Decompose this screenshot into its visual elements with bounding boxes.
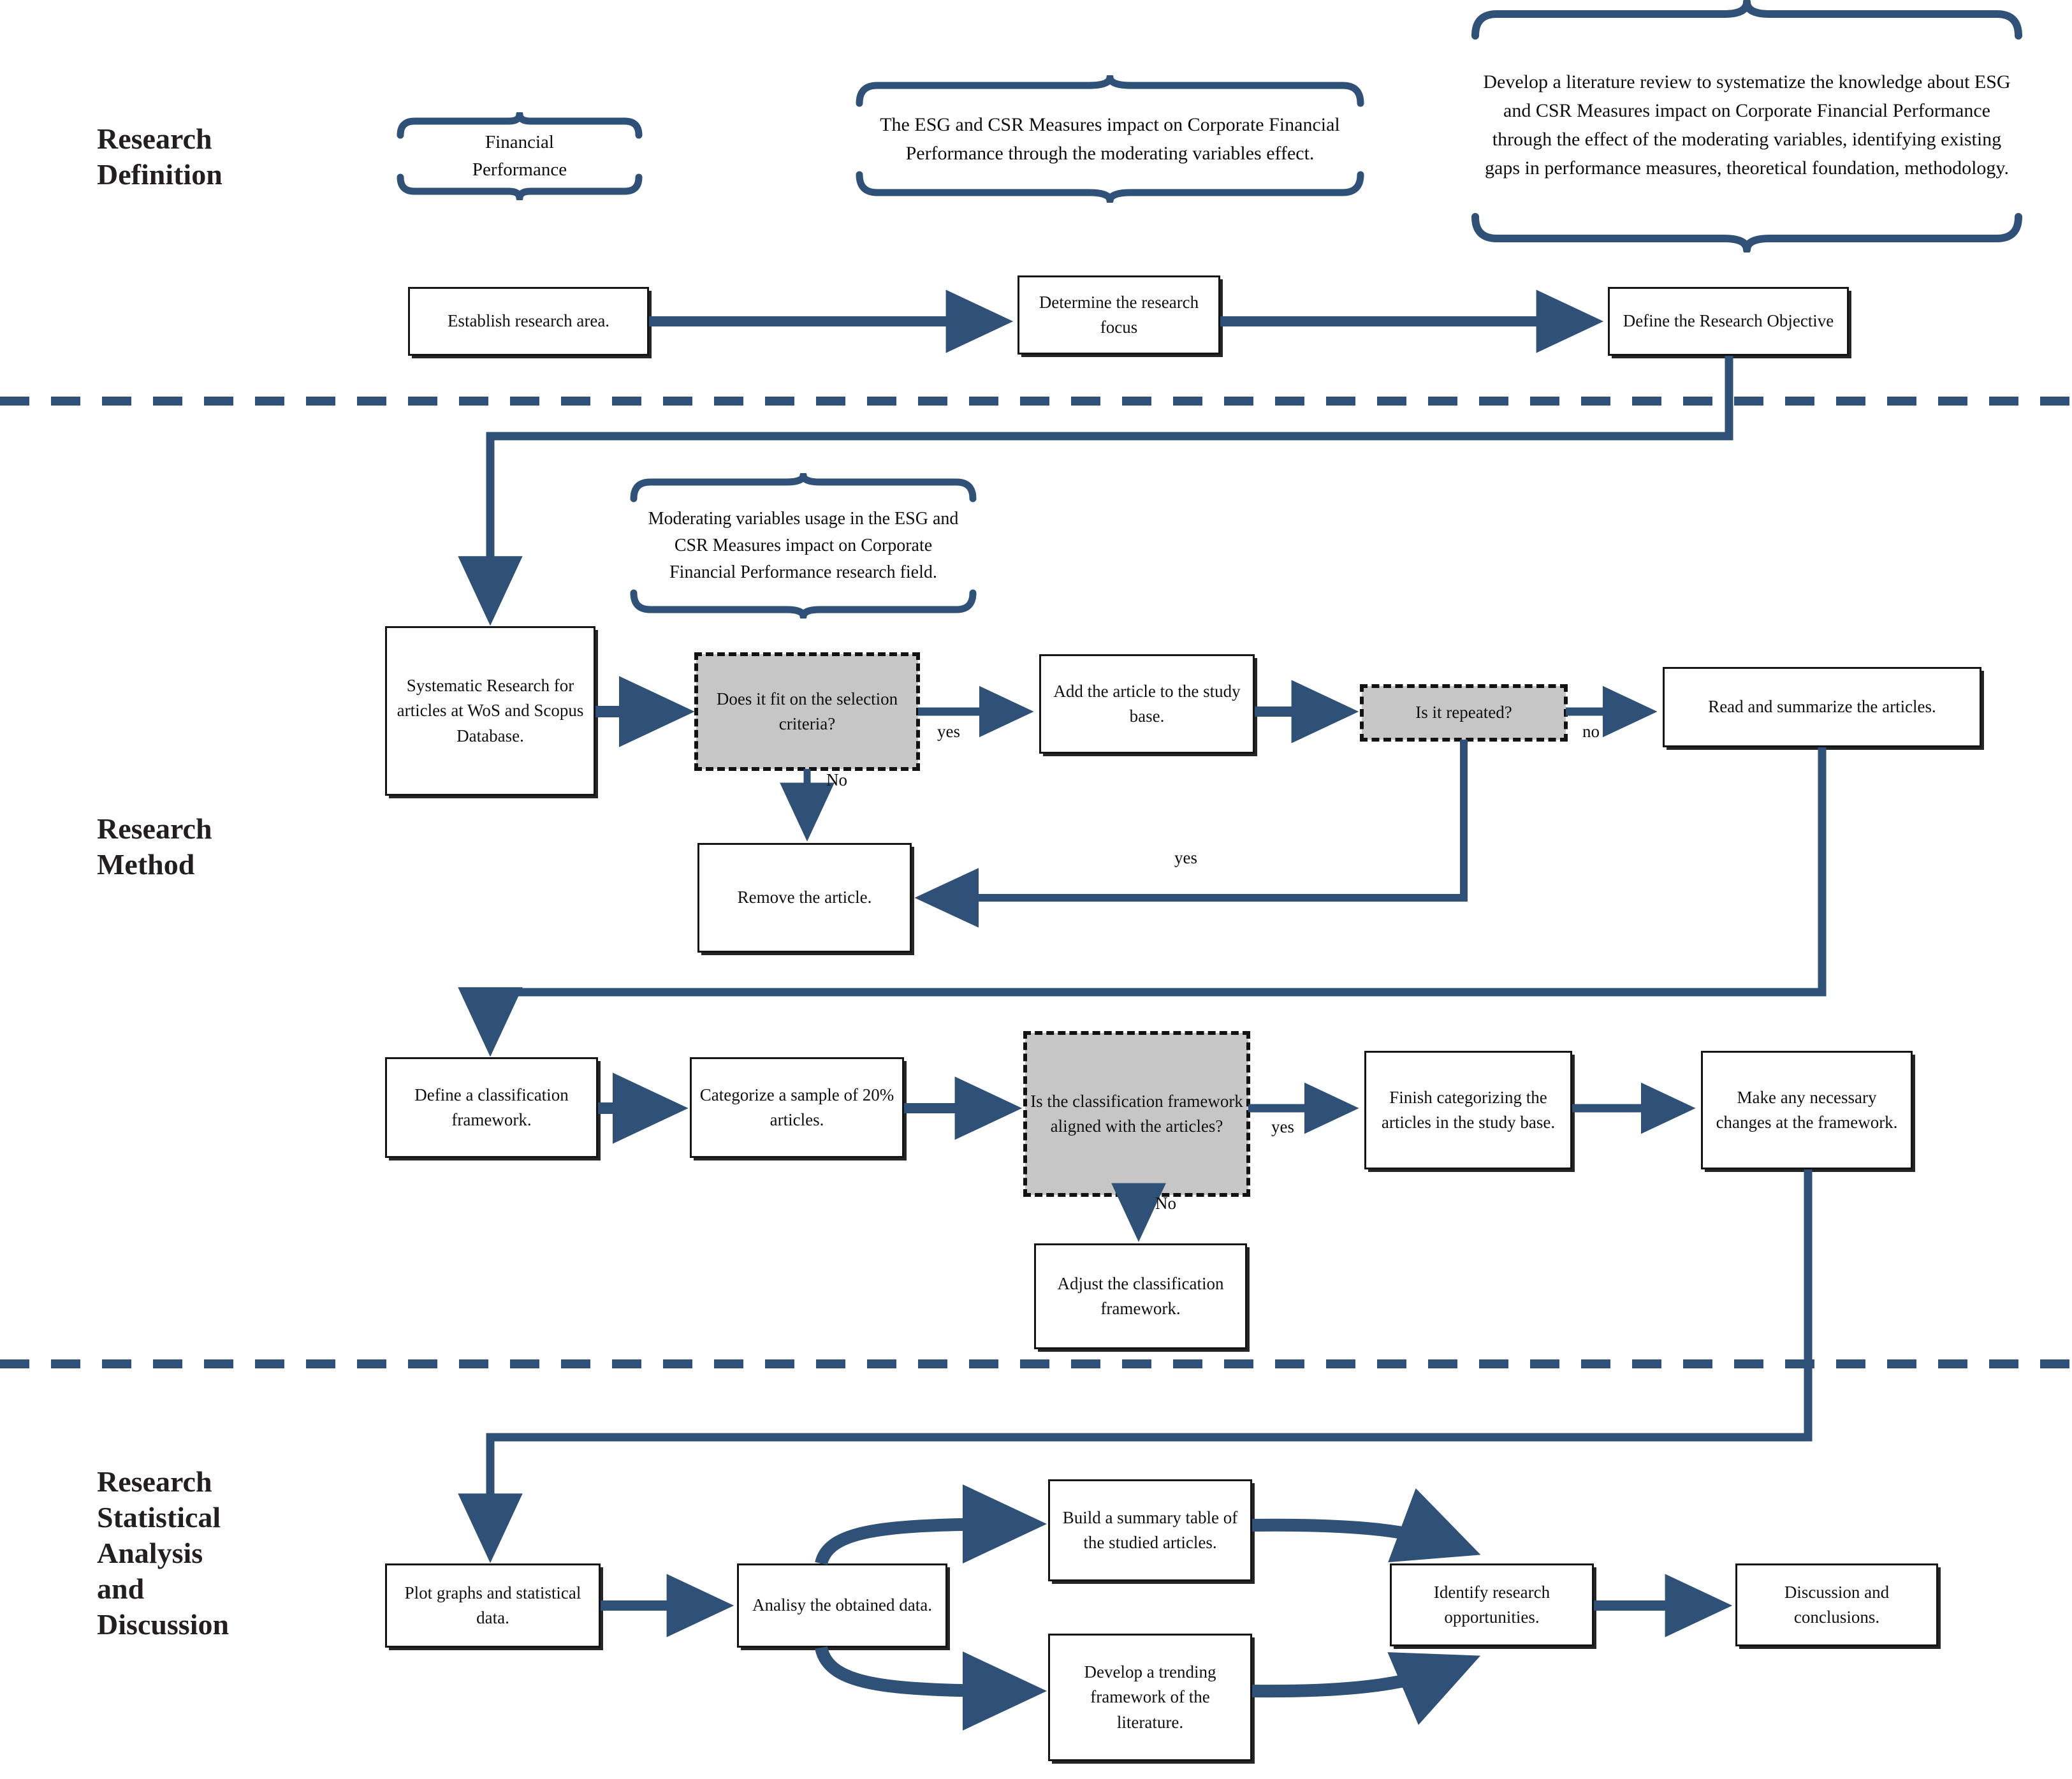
node-label: Does it fit on the selection criteria? [716,689,898,733]
node-finish-categorizing[interactable]: Finish categorizing the articles in the … [1364,1051,1572,1169]
callout-research-objective-statement: Develop a literature review to systemati… [1466,0,2027,253]
node-systematic-research[interactable]: Systematic Research for articles at WoS … [385,626,595,796]
node-establish-research-area[interactable]: Establish research area. [408,287,649,356]
node-define-research-objective[interactable]: Define the Research Objective [1608,287,1849,356]
node-label: Plot graphs and statistical data. [404,1583,581,1627]
callout-financial-performance: Financial Performance [394,112,645,200]
node-label: Add the article to the study base. [1053,681,1241,726]
edge-label-criteria-no: No [826,770,847,789]
callout-text: Financial Performance [472,131,567,180]
node-make-changes[interactable]: Make any necessary changes at the framew… [1701,1051,1913,1169]
node-label: Make any necessary changes at the framew… [1716,1087,1898,1132]
edge-label-aligned-no: No [1155,1194,1176,1213]
section-label-research-definition: Research Definition [97,121,288,193]
edge-label-repeated-yes: yes [1174,848,1197,867]
edge-analise-to-summary [815,1484,1047,1565]
node-plot-graphs[interactable]: Plot graphs and statistical data. [385,1563,601,1648]
node-label: Categorize a sample of 20% articles. [699,1085,894,1129]
callout-research-focus-statement: The ESG and CSR Measures impact on Corpo… [853,75,1367,203]
node-label: Define a classification framework. [414,1085,569,1129]
section-label-research-method: Research Method [97,811,288,882]
edge-objective-to-systematic [458,356,1733,626]
node-label: Remove the article. [737,888,872,907]
node-label: Finish categorizing the articles in the … [1381,1087,1556,1132]
phase-divider-1 [0,397,2072,406]
node-label: Analisy the obtained data. [752,1595,932,1615]
node-label: Determine the research focus [1039,292,1199,337]
node-label: Build a summary table of the studied art… [1062,1507,1238,1552]
node-is-repeated-decision[interactable]: Is it repeated? [1360,684,1568,742]
node-determine-research-focus[interactable]: Determine the research focus [1018,275,1220,355]
edge-summary-to-identify [1251,1488,1481,1563]
node-develop-trending-framework[interactable]: Develop a trending framework of the lite… [1048,1634,1252,1761]
edge-repeated-yes-to-remove [914,740,1468,928]
edge-label-aligned-yes: yes [1271,1117,1294,1136]
edge-analise-to-trending [815,1646,1047,1731]
node-label: Systematic Research for articles at WoS … [397,676,584,745]
callout-text: The ESG and CSR Measures impact on Corpo… [880,114,1340,164]
section-label-line: Research Definition [97,122,223,191]
node-remove-article[interactable]: Remove the article. [697,843,912,953]
node-label: Is the classification framework aligned … [1030,1091,1243,1136]
phase-divider-2 [0,1359,2072,1368]
node-add-article[interactable]: Add the article to the study base. [1039,654,1255,754]
node-identify-opportunities[interactable]: Identify research opportunities. [1390,1563,1594,1646]
section-label-research-statistical: Research Statistical Analysis and Discus… [97,1464,307,1643]
node-label: Develop a trending framework of the lite… [1084,1662,1216,1732]
node-label: Define the Research Objective [1623,311,1834,331]
node-define-classification-framework[interactable]: Define a classification framework. [385,1057,598,1158]
node-discussion-conclusions[interactable]: Discussion and conclusions. [1735,1563,1938,1646]
node-label: Discussion and conclusions. [1784,1582,1890,1627]
edge-read-to-define-framework [458,747,1827,1057]
node-analise-data[interactable]: Analisy the obtained data. [737,1563,947,1648]
callout-text: Moderating variables usage in the ESG an… [648,509,959,582]
node-label: Establish research area. [447,311,610,331]
node-framework-aligned-decision[interactable]: Is the classification framework aligned … [1023,1031,1250,1197]
node-label: Adjust the classification framework. [1057,1273,1224,1318]
edge-make-changes-to-plot [458,1169,1813,1563]
edge-label-repeated-no: no [1582,722,1600,741]
callout-text: Develop a literature review to systemati… [1483,71,2011,179]
section-label-line: Research Statistical Analysis and Discus… [97,1465,230,1641]
node-label: Is it repeated? [1415,703,1512,722]
edge-trending-to-identify [1251,1652,1481,1725]
edge-label-criteria-yes: yes [937,722,960,741]
node-categorize-sample[interactable]: Categorize a sample of 20% articles. [690,1057,904,1158]
node-label: Identify research opportunities. [1433,1582,1550,1627]
node-build-summary-table[interactable]: Build a summary table of the studied art… [1048,1479,1252,1581]
callout-moderating-variables-statement: Moderating variables usage in the ESG an… [627,473,979,619]
node-adjust-classification-framework[interactable]: Adjust the classification framework. [1034,1243,1247,1349]
node-read-summarize[interactable]: Read and summarize the articles. [1663,667,1981,747]
section-label-line: Research Method [97,812,212,881]
node-label: Read and summarize the articles. [1708,697,1936,717]
